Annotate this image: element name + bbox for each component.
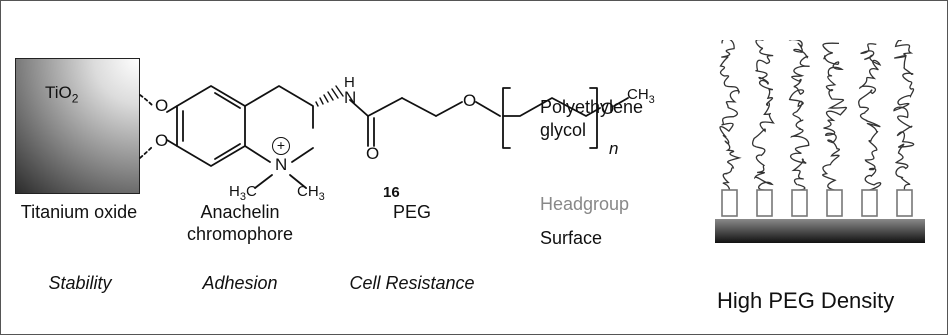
headgroup-box: [756, 189, 773, 217]
layer-label-surface: Surface: [540, 228, 603, 248]
positive-charge: +: [272, 137, 290, 155]
schematic-title: High PEG Density: [717, 288, 895, 313]
peg-density-schematic: [715, 40, 925, 243]
atom-n-amide: N: [344, 88, 357, 107]
atom-n-ring: N: [275, 155, 288, 174]
property-label-cell-resistance: Cell Resistance: [349, 273, 475, 293]
atom-o-catechol-1: O: [155, 96, 169, 115]
component-label-anachelin: Anachelin: [200, 202, 280, 222]
atom-o-catechol-2: O: [155, 131, 169, 150]
methyl-left: H3C: [229, 183, 257, 203]
layer-label-polyethylene: Polyethylene: [540, 97, 644, 117]
repeat-unit-n: n: [609, 139, 619, 158]
tio2-label: TiO2: [45, 83, 79, 106]
peg-chain: [719, 40, 742, 191]
headgroup-box: [826, 189, 843, 217]
layer-label-headgroup: Headgroup: [540, 194, 630, 214]
headgroup-box: [791, 189, 808, 217]
headgroup-box: [721, 189, 738, 217]
peg-chains: [719, 40, 915, 191]
atom-o-ether-2: O: [601, 99, 615, 118]
compound-number: 16: [383, 184, 400, 201]
component-label-chromophore: chromophore: [186, 224, 294, 244]
surface-slab: [715, 219, 925, 243]
layer-label-glycol: glycol: [540, 120, 587, 140]
peg-chain: [858, 43, 882, 191]
peg-chain: [751, 40, 775, 191]
component-label-peg: PEG: [392, 202, 431, 222]
peg-chain: [893, 40, 915, 191]
headgroup-box: [861, 189, 878, 217]
headgroup-box: [896, 189, 913, 217]
component-label-titanium-oxide: Titanium oxide: [20, 202, 138, 222]
atom-o-ether-1: O: [463, 91, 477, 110]
headgroup-row: [721, 189, 913, 217]
property-label-stability: Stability: [48, 273, 112, 293]
atom-h-amide: H: [344, 74, 355, 91]
terminal-methyl: CH3: [627, 86, 655, 106]
peg-chain: [822, 42, 848, 191]
tio2-surface-block: [15, 58, 140, 194]
atom-o-carbonyl: O: [366, 144, 380, 163]
peg-chain: [788, 40, 810, 191]
property-label-adhesion: Adhesion: [202, 273, 278, 293]
methyl-right: CH3: [297, 183, 325, 203]
